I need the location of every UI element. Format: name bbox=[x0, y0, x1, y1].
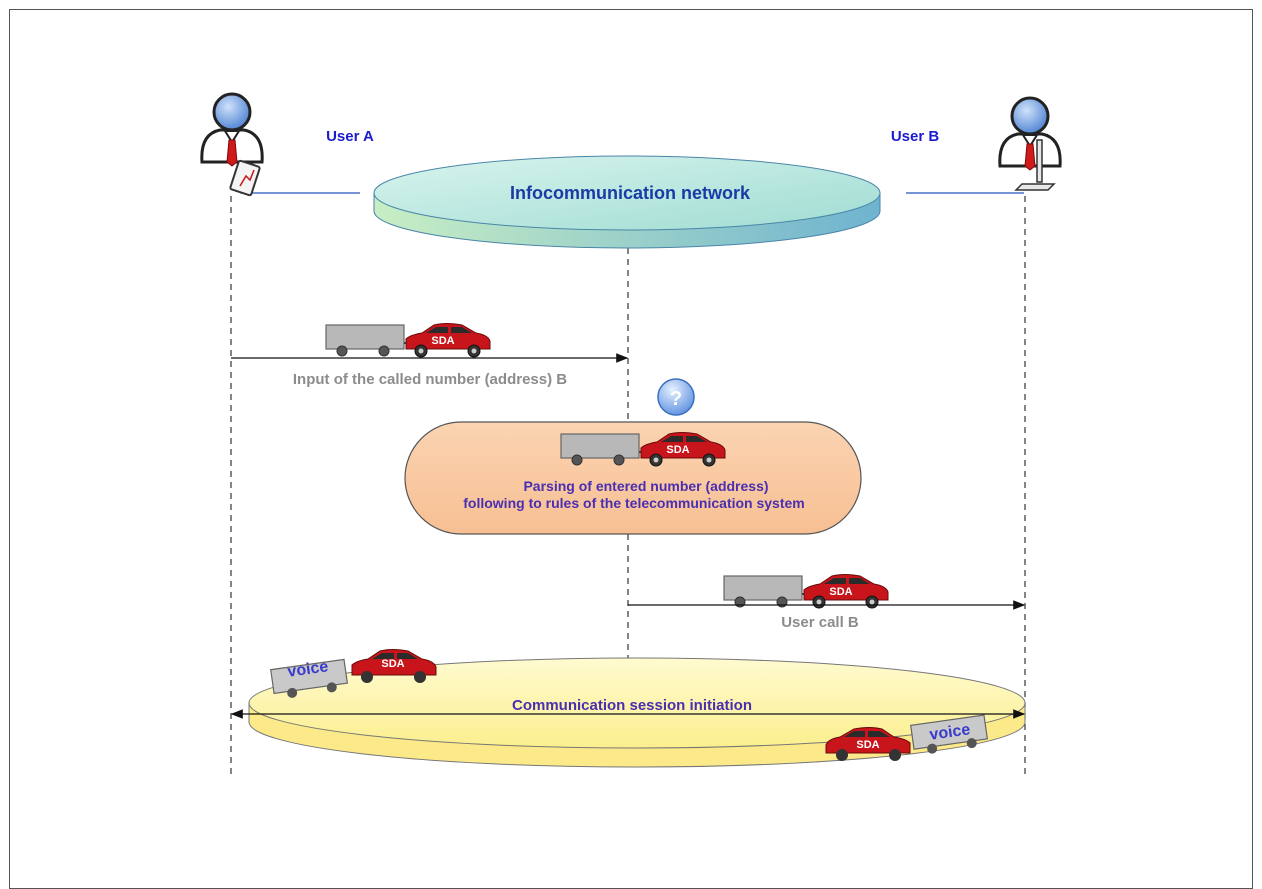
car-label-call: SDA bbox=[829, 586, 852, 598]
vehicle-voice-right bbox=[825, 714, 988, 761]
car-label-voice-right: SDA bbox=[856, 739, 879, 751]
voice-label-left: voice bbox=[286, 658, 329, 681]
user-b-figure bbox=[998, 96, 1062, 172]
parsing-box bbox=[404, 421, 862, 535]
parsing-label-line1: Parsing of entered number (address) bbox=[523, 478, 768, 494]
user-a-label: User A bbox=[326, 128, 374, 145]
session-label: Communication session initiation bbox=[512, 697, 752, 714]
car-label-voice-left: SDA bbox=[381, 658, 404, 670]
voice-label-right: voice bbox=[928, 721, 971, 744]
network-disc bbox=[373, 155, 881, 249]
vehicle-call bbox=[723, 573, 889, 609]
desk-monitor-icon bbox=[1014, 139, 1056, 191]
network-label: Infocommunication network bbox=[510, 183, 751, 203]
user-b-label: User B bbox=[891, 128, 940, 145]
question-icon bbox=[657, 378, 695, 416]
question-mark: ? bbox=[670, 388, 682, 410]
vehicle-voice-left bbox=[270, 649, 437, 698]
call-label: User call B bbox=[781, 614, 859, 631]
user-a-figure bbox=[200, 92, 264, 168]
input-label: Input of the called number (address) B bbox=[293, 371, 567, 388]
vehicle-input bbox=[325, 322, 491, 358]
parsing-label-line2: following to rules of the telecommunicat… bbox=[463, 495, 805, 511]
tablet-icon bbox=[229, 159, 261, 197]
car-label-parsing: SDA bbox=[666, 444, 689, 456]
car-label-input: SDA bbox=[431, 335, 454, 347]
